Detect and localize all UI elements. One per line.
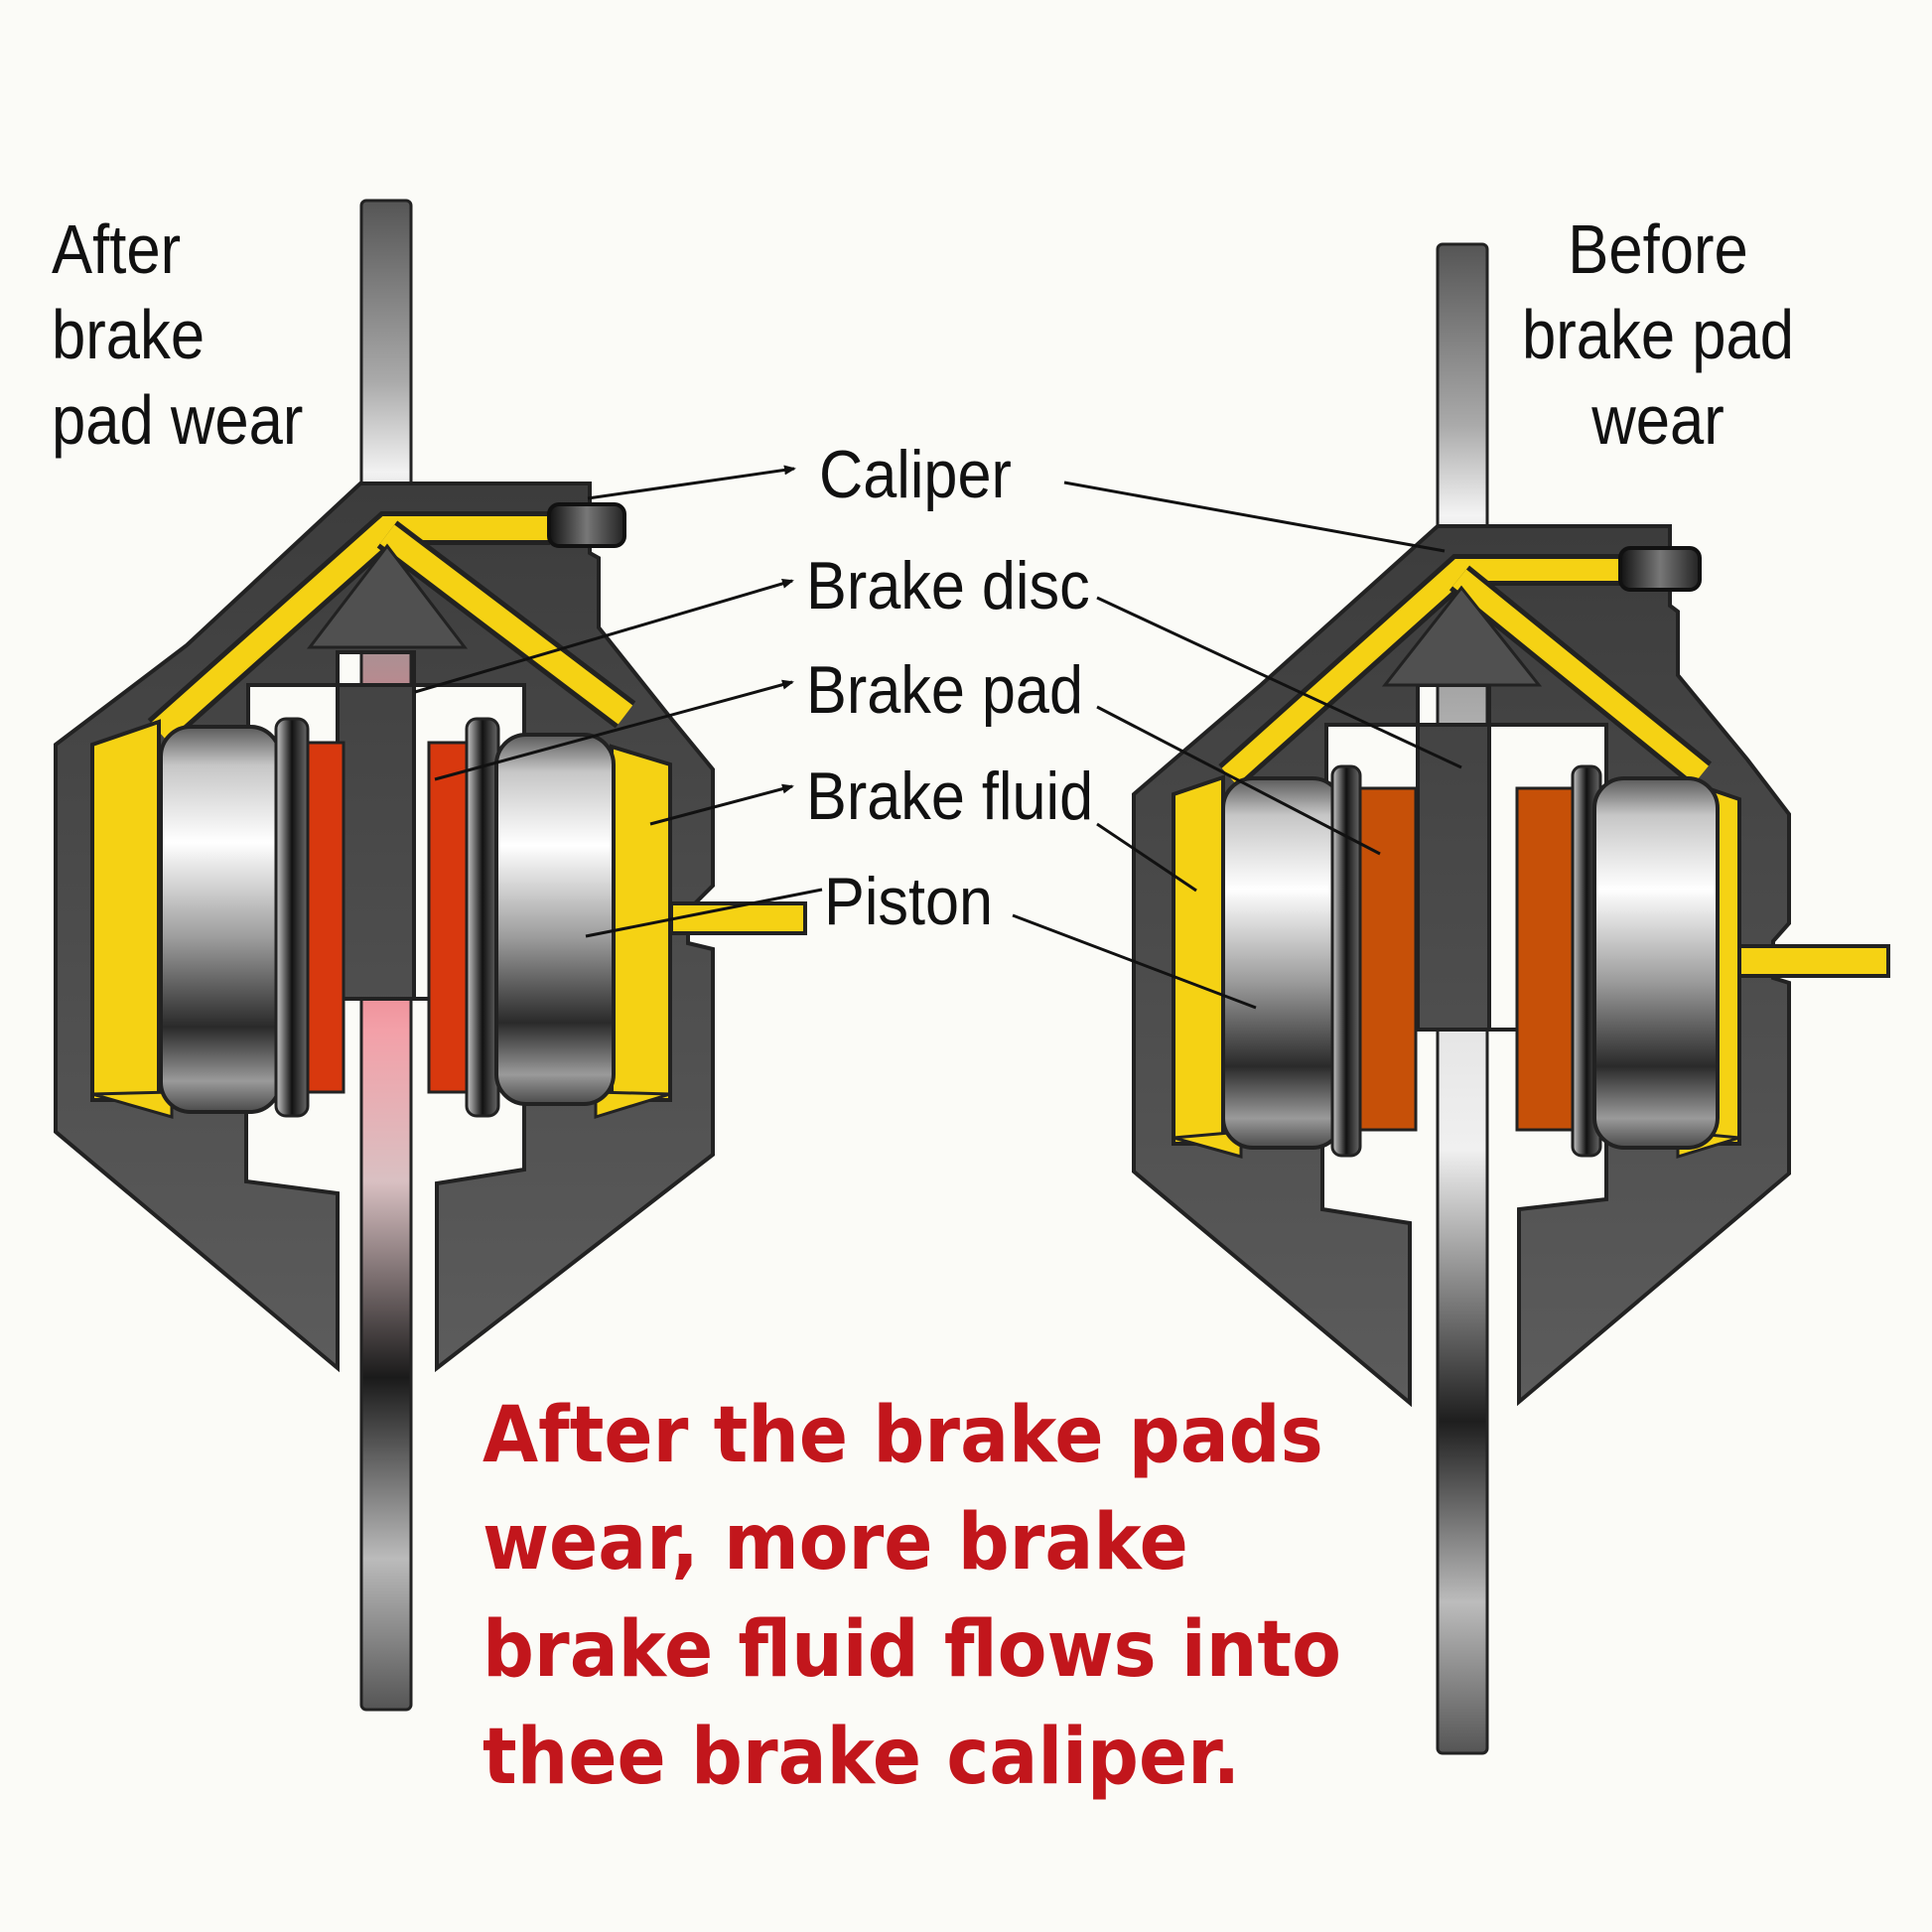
- leader-piston-right: [1012, 913, 1257, 1010]
- label-piston: Piston: [824, 864, 994, 939]
- piston-right-after: [494, 733, 616, 1106]
- label-brake-pad: Brake pad: [806, 652, 1083, 728]
- leader-disc-right: [1096, 596, 1462, 769]
- brake-pad-left-before: [1358, 786, 1418, 1132]
- leader-fluid-right: [1096, 822, 1197, 893]
- title-after-line: After: [52, 210, 182, 288]
- brake-pad-right-before: [1515, 786, 1575, 1132]
- piston-left-after: [159, 725, 282, 1114]
- title-before-line: brake pad: [1522, 296, 1794, 373]
- caliper-before-wear: [1132, 242, 1890, 1755]
- title-after-line: brake: [52, 296, 206, 373]
- caption-line: wear, more brake: [483, 1498, 1188, 1587]
- brake-pad-left-after: [306, 741, 345, 1094]
- title-before-line: wear: [1591, 381, 1725, 459]
- leader-pad-left: [434, 679, 794, 781]
- caption-line: thee brake caliper.: [483, 1713, 1241, 1802]
- leader-disc-left: [414, 579, 794, 694]
- caliper-bridge-after: [306, 543, 469, 649]
- piston-right-before: [1592, 776, 1720, 1150]
- title-after-line: pad wear: [52, 381, 304, 459]
- piston-seam-left-after: [274, 717, 310, 1118]
- piston-seam-right-after: [465, 717, 500, 1118]
- title-before-wear: Before brake pad wear: [1474, 207, 1842, 463]
- leader-caliper-right: [1063, 481, 1446, 553]
- leader-fluid-left: [649, 783, 794, 826]
- brake-fluid-after: [90, 511, 807, 1120]
- caption-text: After the brake pads wear, more brake br…: [483, 1382, 1341, 1811]
- leader-piston-left: [585, 888, 823, 938]
- leader-pad-right: [1096, 705, 1381, 856]
- piston-left-before: [1221, 776, 1344, 1150]
- bleed-screw-before: [1618, 546, 1702, 592]
- label-brake-fluid: Brake fluid: [806, 759, 1094, 834]
- brake-pad-right-after: [427, 741, 469, 1094]
- label-brake-disc: Brake disc: [806, 548, 1090, 623]
- piston-seam-left-before: [1330, 764, 1362, 1158]
- leader-lines: [414, 465, 1462, 1010]
- caption-line: After the brake pads: [483, 1391, 1323, 1480]
- title-before-line: Before: [1568, 210, 1748, 288]
- caption-line: brake fluid flows into: [483, 1605, 1341, 1695]
- bleed-screw-after: [547, 502, 626, 548]
- caliper-after-wear: [54, 199, 807, 1712]
- label-caliper: Caliper: [819, 437, 1012, 512]
- title-after-wear: After brake pad wear: [52, 207, 303, 463]
- caliper-bridge-before: [1381, 585, 1543, 687]
- leader-caliper-left: [587, 465, 796, 500]
